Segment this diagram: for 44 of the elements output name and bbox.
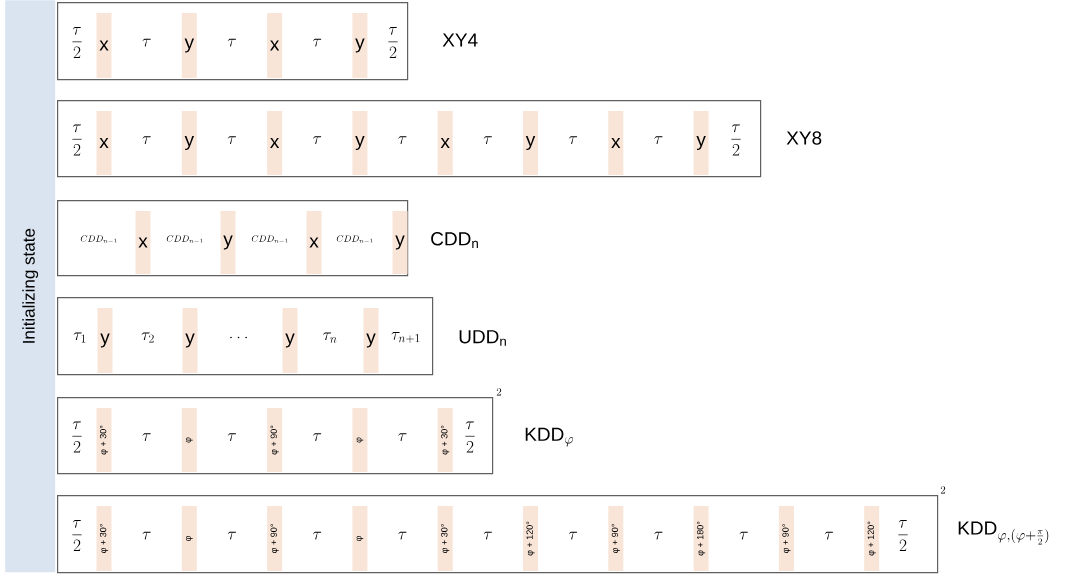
pulse-bar: φ + 90° xyxy=(778,506,794,571)
pulse-bar: φ + 120° xyxy=(523,506,538,571)
pulse-bar: y xyxy=(363,308,379,373)
sequence-label: $\mathrm{CDD_n}$ xyxy=(431,232,478,248)
pulse-bar: φ + 30° xyxy=(96,408,112,472)
pulse-bar: φ + 30° xyxy=(437,408,453,472)
pulse-bar: φ + 30° xyxy=(437,506,453,571)
pulse-bar: x xyxy=(437,111,453,175)
pulse-bar: φ + 180° xyxy=(693,506,709,571)
pulse-bar: x xyxy=(267,13,283,78)
pulse-bar: y xyxy=(392,211,408,274)
exponent: $2$ xyxy=(496,388,502,396)
sequence-label: $\mathrm{KDD}_{\varphi}$ xyxy=(525,427,574,447)
pulse-bar: y xyxy=(181,111,197,175)
pulse-bar: y xyxy=(693,111,709,175)
pulse-bar: y xyxy=(182,308,198,373)
sequence-label: $\mathrm{XY4}$ xyxy=(442,33,478,47)
side-band: Initializing state xyxy=(5,0,56,573)
pulse-bar: φ + 90° xyxy=(267,408,283,472)
pulse-bar: φ + 30° xyxy=(96,506,112,571)
sequence-label: $\mathrm{UDD_n}$ xyxy=(459,330,506,346)
sequence-label: $\mathrm{XY8}$ xyxy=(786,131,822,145)
pulse-bar: y xyxy=(352,13,368,78)
pulse-bar: φ xyxy=(352,408,368,472)
pulse-bar: y xyxy=(97,308,113,373)
pulse-bar: x xyxy=(96,111,112,175)
pulse-bar: x xyxy=(267,111,283,175)
pulse-bar: y xyxy=(220,211,236,274)
pulse-bar: y xyxy=(282,308,298,373)
pulse-bar: φ + 90° xyxy=(267,506,283,571)
pulse-bar: φ xyxy=(181,408,197,472)
pulse-bar: y xyxy=(523,111,538,175)
sequence-label: $\mathrm{KDD}_{\varphi,(\varphi+\frac{\pi}{2})}$ xyxy=(958,521,1049,545)
pulse-bar: y xyxy=(181,13,197,78)
pulse-bar: φ xyxy=(352,506,368,571)
pulse-bar: x xyxy=(96,13,112,78)
pulse-bar: x xyxy=(608,111,624,175)
pulse-bar: y xyxy=(352,111,368,175)
pulse-bar: x xyxy=(135,211,151,274)
pulse-bar: φ + 90° xyxy=(608,506,624,571)
pulse-bar: x xyxy=(306,211,322,274)
pulse-bar: φ + 120° xyxy=(864,506,880,571)
exponent: $2$ xyxy=(940,486,946,494)
pulse-bar: φ xyxy=(181,506,197,571)
